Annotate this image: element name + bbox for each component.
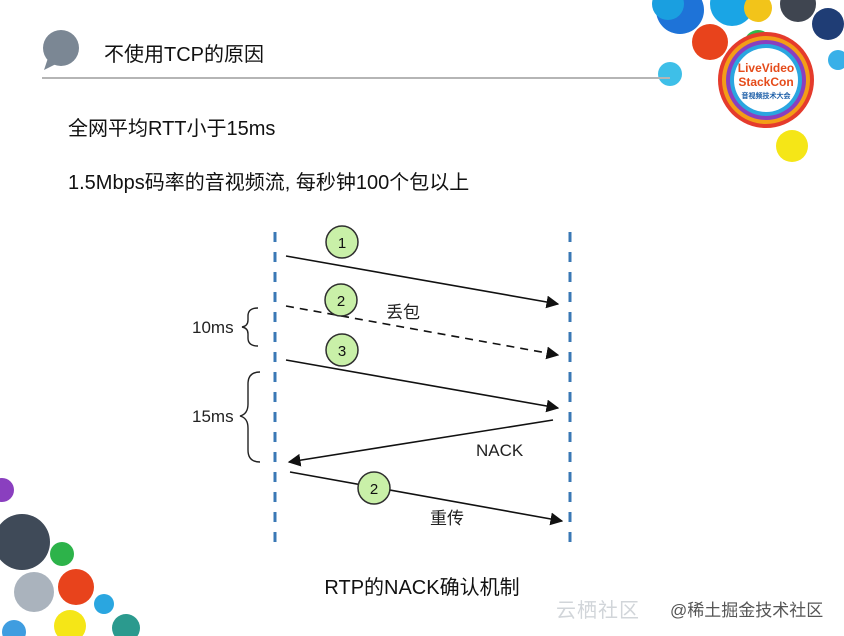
logo-line2: StackCon: [738, 75, 793, 89]
packet-1-label: 1: [338, 235, 346, 252]
packet-1-arrow: [285, 255, 560, 309]
retransmit-label: 重传: [430, 509, 464, 528]
packet-2-marker: 2: [324, 283, 358, 317]
brace-10ms: [241, 307, 259, 347]
watermark-left: 云栖社区: [556, 600, 640, 622]
retransmit-arrow: [289, 471, 564, 526]
brace-15ms: [239, 371, 261, 463]
lost-label: 丢包: [386, 303, 420, 322]
interval-15ms-label: 15ms: [192, 407, 234, 426]
retransmit-packet-label: 2: [370, 481, 378, 498]
logo-line3: 音视频技术大会: [742, 91, 792, 100]
packet-1-marker: 1: [325, 225, 359, 259]
nack-arrow: [287, 419, 554, 467]
interval-10ms-label: 10ms: [192, 318, 234, 337]
packet-3-label: 3: [338, 343, 346, 360]
logo: LiveVideo StackCon 音视频技术大会: [738, 61, 794, 100]
logo-line1: LiveVideo: [738, 61, 794, 75]
corner-decoration-top: LiveVideo StackCon 音视频技术大会: [652, 0, 844, 162]
nack-sequence-diagram: 1 2 3 2 丢包 NACK 重传 10ms 15ms: [192, 225, 572, 550]
diagram-caption: RTP的NACK确认机制: [324, 577, 520, 599]
corner-decoration-bottom: [0, 478, 140, 636]
retransmit-packet-marker: 2: [357, 471, 391, 505]
packet-2-lost-arrow: [285, 305, 560, 360]
page-title: 不使用TCP的原因: [104, 44, 264, 66]
packet-2-label: 2: [337, 293, 345, 310]
header-divider: [42, 77, 670, 79]
packet-3-marker: 3: [325, 333, 359, 367]
point-bitrate: 1.5Mbps码率的音视频流, 每秒钟100个包以上: [68, 172, 470, 194]
header-bubble-icon: [43, 30, 79, 70]
nack-label: NACK: [476, 441, 524, 460]
point-rtt: 全网平均RTT小于15ms: [68, 118, 276, 140]
packet-3-arrow: [285, 359, 560, 413]
watermark-right: @稀土掘金技术社区: [670, 601, 824, 620]
